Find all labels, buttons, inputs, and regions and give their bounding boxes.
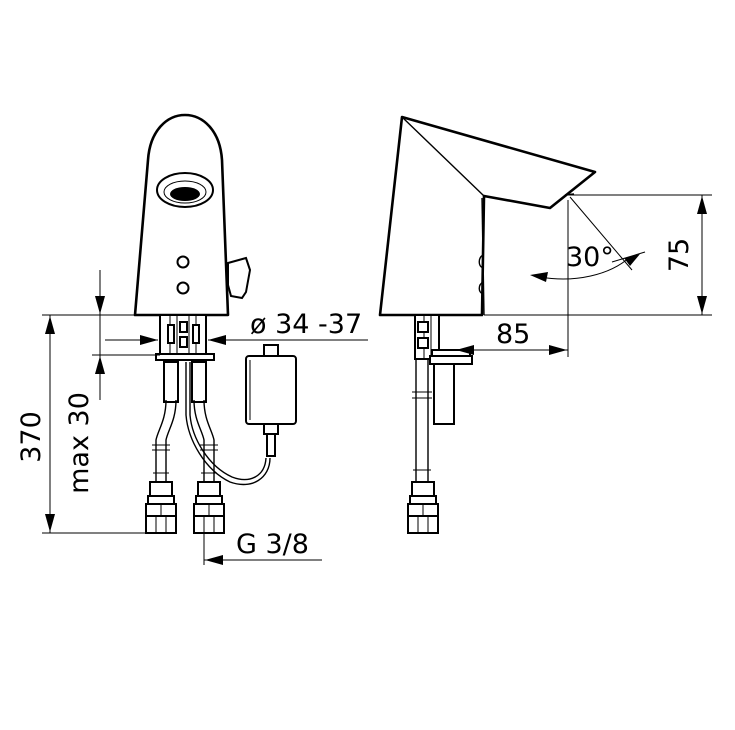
angle-arc: [539, 256, 631, 280]
hose-right: [193, 399, 205, 482]
sensor-dot-lower: [176, 281, 190, 295]
connector-left: [145, 481, 177, 534]
label-85: 85: [496, 319, 530, 350]
label-75: 75: [664, 238, 695, 272]
label-max-30: max 30: [64, 392, 95, 494]
front-view: 370 max 30 ø 34 -37 G 3/8: [16, 113, 368, 565]
side-tap-body: [378, 115, 597, 317]
label-diameter: ø 34 -37: [250, 309, 362, 340]
mounting-plate: [155, 353, 215, 361]
sensor-cable: [185, 362, 271, 486]
label-370: 370: [16, 411, 47, 463]
fixing-nut-left: [163, 361, 179, 403]
side-view: 75 85 30°: [378, 115, 712, 534]
fixing-nut-right: [191, 361, 207, 403]
connector-right: [193, 481, 225, 534]
temperature-lever: [227, 256, 252, 300]
label-angle: 30°: [566, 242, 614, 273]
control-box: [245, 355, 297, 425]
sensor-dot-upper: [176, 255, 190, 269]
label-g38: G 3/8: [236, 529, 309, 560]
side-connector: [407, 481, 439, 534]
front-tap-body: [133, 113, 230, 317]
hose-left: [155, 399, 167, 482]
side-nut: [433, 363, 455, 425]
